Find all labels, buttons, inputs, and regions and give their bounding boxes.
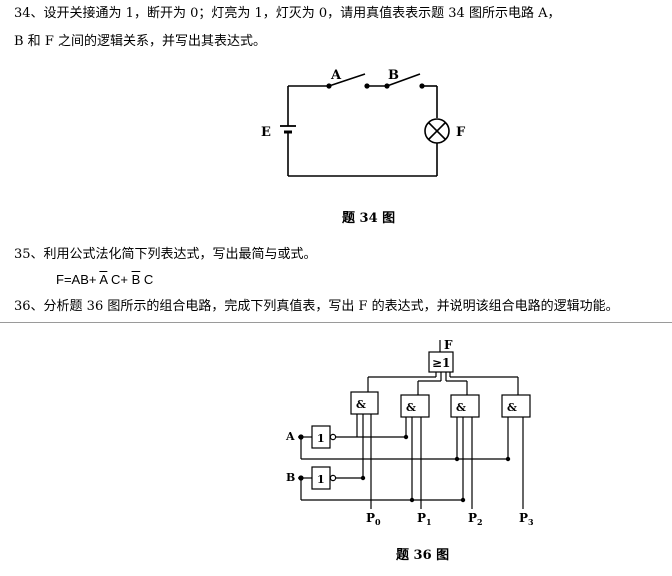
junction-b-and2 bbox=[409, 497, 415, 503]
question-34-line-1: 34、设开关接通为 1，断开为 0；灯亮为 1，灯灭为 0，请用真值表表示题 3… bbox=[14, 6, 561, 21]
formula-a-bar: A bbox=[99, 272, 108, 287]
figure-34-caption: 题 34 图 bbox=[342, 211, 396, 226]
and-gate-1-label: & bbox=[356, 398, 366, 411]
not-gate-b-bubble bbox=[329, 474, 337, 482]
junction-dots bbox=[298, 434, 511, 503]
formula-end: C bbox=[140, 272, 154, 287]
question-36: 36、分析题 36 图所示的组合电路，完成下列真值表，写出 F 的表达式，并说明… bbox=[14, 299, 619, 314]
battery-e-label: E bbox=[261, 125, 271, 140]
and-gate-3 bbox=[450, 394, 480, 418]
and-gate-2-label: & bbox=[406, 401, 416, 414]
p0-label: P0 bbox=[366, 511, 381, 527]
not-gate-a-label: 1 bbox=[317, 432, 325, 445]
question-35: 35、利用公式法化简下列表达式，写出最简与或式。 bbox=[14, 247, 317, 262]
lamp-f-label: F bbox=[456, 125, 466, 140]
junction-a-and4 bbox=[505, 456, 511, 462]
and-gate-4-label: & bbox=[507, 401, 517, 414]
output-f-label: F bbox=[444, 338, 453, 352]
junction-not-a bbox=[403, 434, 409, 440]
p3-label: P3 bbox=[519, 511, 534, 527]
formula-lead: F=AB+ bbox=[56, 272, 100, 287]
junction-a bbox=[298, 434, 304, 440]
section-divider bbox=[0, 322, 672, 323]
switch-b-label: B bbox=[388, 68, 399, 83]
input-b-label: B bbox=[286, 471, 295, 484]
formula-mid: C+ bbox=[107, 272, 132, 287]
not-gate-a-bubble bbox=[329, 433, 337, 441]
figure-36-caption: 题 36 图 bbox=[396, 548, 450, 563]
junction-a-and3 bbox=[454, 456, 460, 462]
and-gate-1 bbox=[350, 391, 379, 415]
junction-b-and3 bbox=[460, 497, 466, 503]
p1-label: P1 bbox=[417, 511, 432, 527]
switch-b-blade bbox=[386, 73, 421, 87]
p2-label: P2 bbox=[468, 511, 483, 527]
and-gate-3-label: & bbox=[456, 401, 466, 414]
lamp-cross-2 bbox=[427, 121, 447, 141]
or-gate-label: ≥1 bbox=[432, 356, 450, 370]
figure-34-circuit bbox=[280, 73, 450, 177]
question-34-line-2: B 和 F 之间的逻辑关系，并写出其表达式。 bbox=[14, 34, 266, 49]
formula-b-bar: B bbox=[131, 272, 141, 287]
and-gate-2 bbox=[400, 394, 430, 418]
not-gate-b-label: 1 bbox=[317, 473, 325, 486]
switch-a-blade bbox=[328, 73, 366, 87]
switch-a-label: A bbox=[330, 68, 342, 83]
and-gate-4 bbox=[501, 394, 531, 418]
junction-not-b bbox=[360, 475, 366, 481]
input-a-label: A bbox=[285, 430, 295, 443]
question-35-formula: F=AB+ A C+ B C bbox=[56, 272, 153, 288]
junction-b bbox=[298, 475, 304, 481]
figure-36-circuit bbox=[298, 340, 531, 509]
